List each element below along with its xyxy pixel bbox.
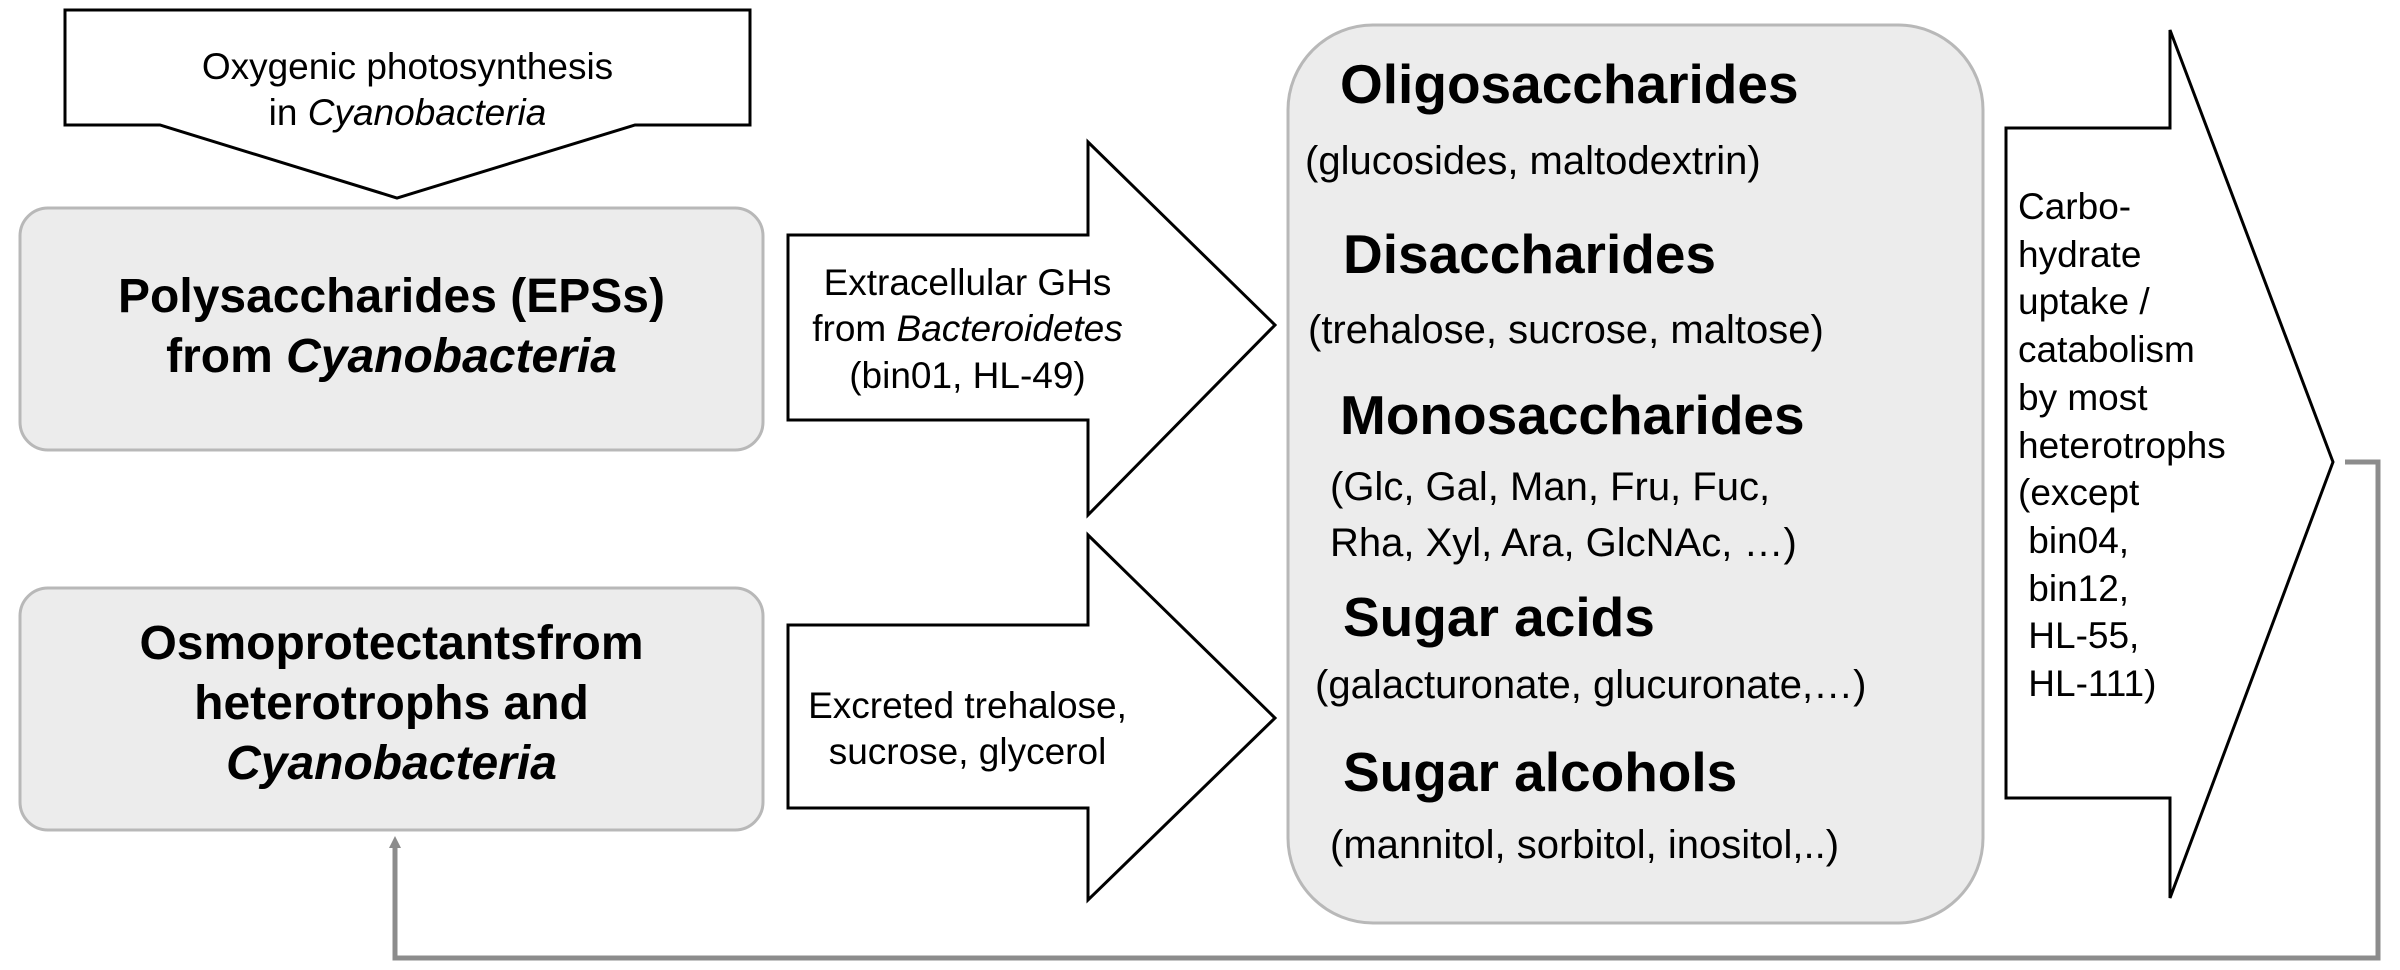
gh-arrow-label: Extracellular GHs from Bacteroidetes (bi… — [790, 260, 1145, 399]
osmo-box-title: Osmoprotectantsfrom heterotrophs and Cya… — [20, 614, 763, 794]
gh-line3: (bin01, HL-49) — [849, 354, 1086, 396]
category-sugar-acids-detail: (galacturonate, glucuronate,…) — [1315, 663, 1867, 707]
gh-line2-italic: Bacteroidetes — [896, 308, 1123, 350]
photosynthesis-line1: Oxygenic photosynthesis — [201, 46, 614, 87]
gh-arrow — [786, 138, 1278, 519]
uptake-line: Carbo- — [2018, 186, 2132, 227]
category-oligosaccharides: Oligosaccharides — [1340, 53, 1799, 115]
uptake-line: bin04, — [2018, 520, 2130, 562]
eps-box — [18, 206, 765, 452]
excreted-line1: Excreted trehalose, — [808, 685, 1127, 726]
uptake-line: bin12, — [2018, 567, 2130, 609]
uptake-line: heterotrophs — [2018, 424, 2226, 466]
gh-line2-prefix: from — [812, 308, 897, 350]
uptake-line: uptake / — [2018, 281, 2150, 323]
category-monosaccharides-detail-line2: Rha, Xyl, Ara, GlcNAc, …) — [1330, 521, 1797, 565]
eps-line2-italic: Cyanobacteria — [286, 330, 617, 383]
uptake-arrow — [2004, 29, 2335, 899]
uptake-line: HL-111) — [2018, 663, 2157, 705]
category-monosaccharides: Monosaccharides — [1340, 384, 1805, 446]
photosynthesis-line2-prefix: in — [268, 92, 308, 134]
eps-line1: Polysaccharides (EPSs) — [118, 270, 665, 323]
uptake-line: hydrate — [2018, 233, 2142, 275]
category-sugar-acids: Sugar acids — [1343, 586, 1655, 648]
category-sugar-alcohols: Sugar alcohols — [1343, 741, 1738, 803]
eps-line2-prefix: from — [166, 330, 287, 383]
uptake-line: by most — [2018, 376, 2148, 418]
uptake-line: (except — [2018, 472, 2140, 514]
osmo-line1: Osmoprotectantsfrom — [139, 617, 644, 670]
excreted-arrow-label: Excreted trehalose, sucrose, glycerol — [790, 683, 1145, 776]
photosynthesis-label: Oxygenic photosynthesis in Cyanobacteria — [65, 44, 750, 137]
excreted-arrow — [786, 531, 1278, 904]
category-disaccharides-detail: (trehalose, sucrose, maltose) — [1308, 308, 1824, 352]
category-disaccharides: Disaccharides — [1343, 223, 1716, 285]
carbohydrate-box — [1286, 23, 1985, 925]
photosynthesis-line2-italic: Cyanobacteria — [307, 92, 547, 134]
excreted-line2: sucrose, glycerol — [828, 731, 1107, 773]
category-sugar-alcohols-detail: (mannitol, sorbitol, inositol,..) — [1330, 823, 1840, 867]
uptake-arrow-label: Carbo- hydrate uptake / catabolism by mo… — [2018, 183, 2226, 708]
eps-box-title: Polysaccharides (EPSs) from Cyanobacteri… — [20, 267, 763, 387]
category-oligosaccharides-detail: (glucosides, maltodextrin) — [1305, 139, 1761, 183]
osmoprotectants-box — [18, 586, 765, 832]
feedback-arrow-line — [389, 459, 2381, 961]
gh-line1: Extracellular GHs — [823, 262, 1112, 303]
photosynthesis-arrow — [63, 8, 752, 200]
uptake-line: HL-55, — [2018, 615, 2140, 657]
uptake-line: catabolism — [2018, 329, 2195, 371]
category-monosaccharides-detail-line1: (Glc, Gal, Man, Fru, Fuc, — [1330, 465, 1771, 509]
osmo-line3-italic: Cyanobacteria — [226, 737, 557, 790]
osmo-line2: heterotrophs and — [194, 677, 589, 730]
